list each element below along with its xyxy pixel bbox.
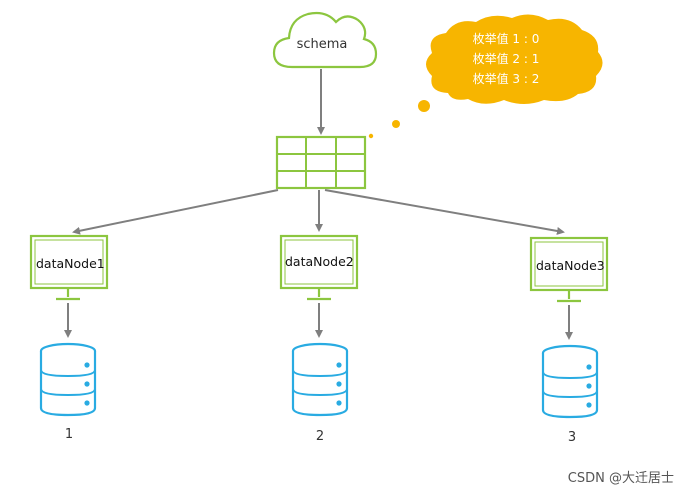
monitor-icon-1	[29, 234, 109, 301]
enum-line-3: 枚举值 3 : 2	[472, 72, 540, 86]
schema-label: schema	[296, 37, 348, 52]
database-icon-3	[541, 344, 599, 419]
database-label-1: 1	[64, 427, 74, 442]
enum-thought-bubble	[368, 14, 603, 139]
schema-cloud-icon	[272, 11, 378, 69]
arrow-table-to-node3	[324, 189, 565, 235]
monitor-icon-3	[529, 236, 609, 303]
database-label-3: 3	[567, 430, 577, 445]
node-label-2: dataNode2	[285, 254, 354, 269]
database-label-2: 2	[315, 429, 325, 444]
monitor-icon-2	[279, 234, 359, 301]
routing-table-icon	[275, 135, 367, 190]
database-icon-2	[291, 342, 349, 417]
node-label-3: dataNode3	[536, 258, 605, 273]
enum-line-2: 枚举值 2 : 1	[472, 52, 540, 66]
enum-line-1: 枚举值 1 : 0	[472, 32, 540, 46]
database-icon-1	[39, 342, 97, 417]
arrow-table-to-node1	[72, 189, 279, 235]
node-label-1: dataNode1	[36, 256, 105, 271]
watermark: CSDN @大迁居士	[567, 471, 674, 486]
connector-arrows	[64, 69, 573, 340]
